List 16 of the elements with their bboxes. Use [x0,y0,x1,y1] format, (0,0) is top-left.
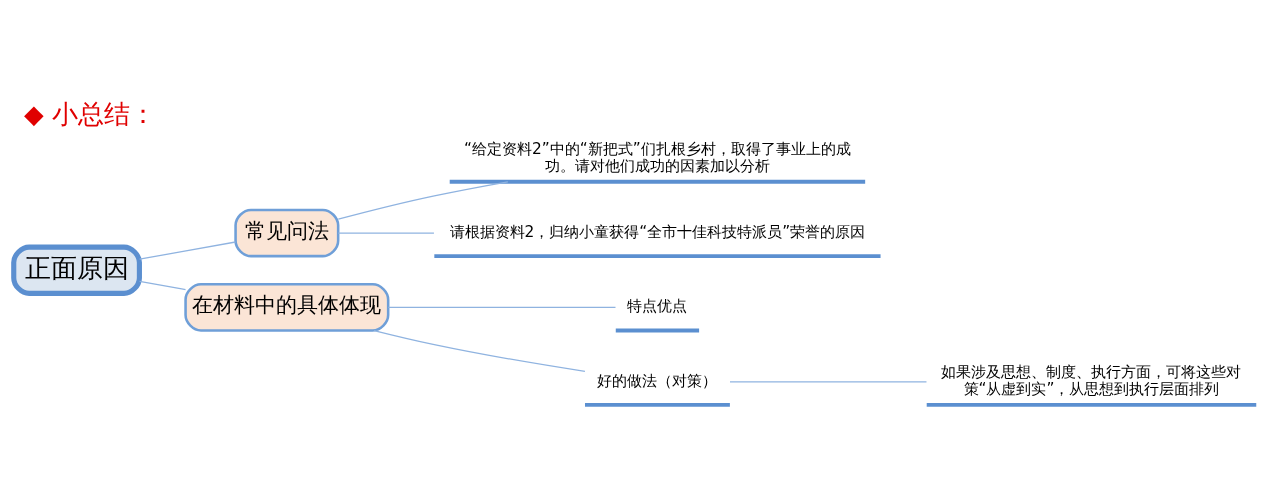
node-text: 特点优点 [627,297,688,316]
connector [387,306,617,309]
node-text: 如果涉及思想、制度、执行方面，可将这些对策“从虚到实”，从思想到执行层面排列 [941,363,1242,399]
node-box: 正面原因 [11,244,142,296]
diagram-title: ◆ 小总结： [24,98,156,129]
connector [373,329,586,373]
connector [337,181,509,220]
node-text: 请根据资料2，归纳小童获得“全市十佳科技特派员”荣誉的原因 [449,223,866,242]
connector [729,381,928,383]
connector [139,280,187,291]
node-box: 在材料中的具体体现 [184,283,390,332]
connector [139,241,237,260]
node-text: “给定资料2”中的“新把式”们扎根乡村，取得了事业上的成功。请对他们成功的因素加以分析 [464,140,851,175]
connector [337,232,435,234]
node-box: 常见问法 [234,208,340,258]
node-text: 好的做法（对策） [597,371,718,390]
